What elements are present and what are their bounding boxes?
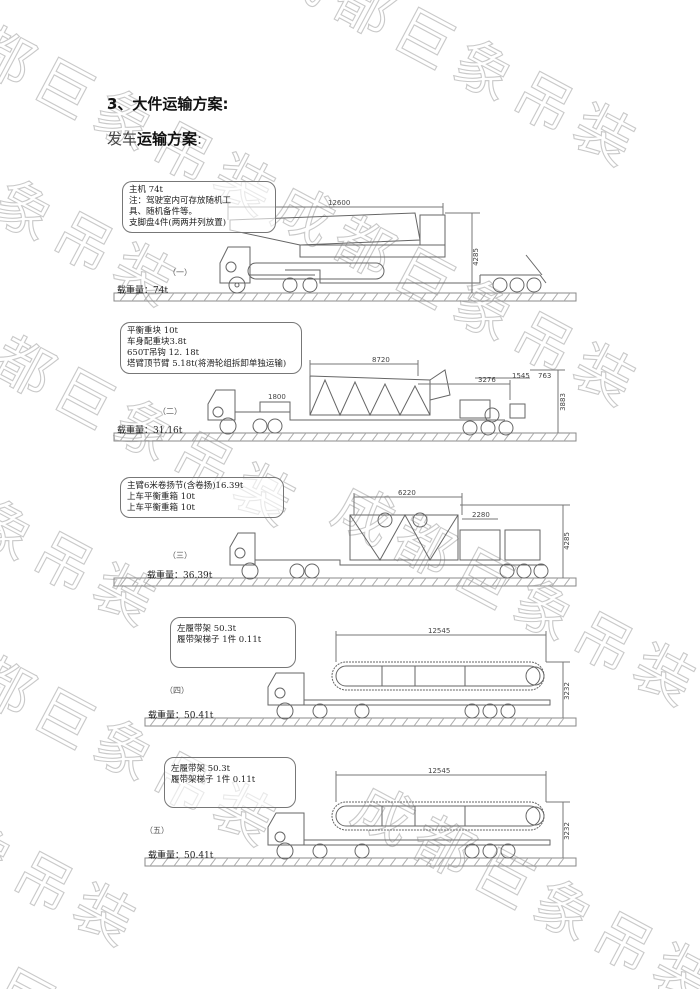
load-capacity-label: 载重量：50.41t: [148, 711, 214, 721]
transport-diagram-4: 左履带架 50.3t 履带架梯子 1件 0.11t （四） 载重量：50.41t…: [100, 615, 600, 730]
load-capacity-label: 载重量：31.16t: [117, 426, 183, 436]
sub-heading-bold: 运输方案: [137, 130, 198, 148]
cargo-callout: 主机 74t 注：驾驶室内可存放随机工 具、随机备件等。 支脚盘4件(两两并列放…: [122, 181, 276, 233]
truck-drawing: [100, 475, 600, 590]
dimension-height: 3232: [562, 822, 571, 840]
callout-line: 左履带架 50.3t: [177, 624, 237, 634]
load-capacity-label: 载重量：50.41t: [148, 851, 214, 861]
dimension-height: 4285: [562, 532, 571, 550]
truck-drawing: [100, 175, 600, 310]
callout-line: 履带架梯子 1件 0.11t: [171, 775, 256, 785]
sub-heading-suffix: :: [197, 130, 203, 148]
truck-drawing: [100, 615, 600, 730]
dimension-length: 6220: [398, 489, 416, 497]
transport-diagram-3: 主臂6米卷扬节(含卷扬)16.39t 上车平衡重箱 10t 上车平衡重箱 10t…: [100, 475, 600, 590]
dimension-d1: 2280: [472, 511, 490, 519]
cargo-callout: 左履带架 50.3t 履带架梯子 1件 0.11t: [164, 757, 296, 808]
cargo-callout: 主臂6米卷扬节(含卷扬)16.39t 上车平衡重箱 10t 上车平衡重箱 10t: [120, 477, 284, 518]
callout-line: 主臂6米卷扬节(含卷扬)16.39t: [127, 481, 244, 491]
diagram-index: （四）: [165, 686, 189, 695]
dimension-height: 3232: [562, 682, 571, 700]
callout-line: 上车平衡重箱 10t: [127, 503, 195, 513]
dimension-block: 1800: [268, 393, 286, 401]
diagram-index: （一）: [168, 268, 192, 277]
load-capacity-label: 载重量：36.39t: [147, 571, 213, 581]
diagram-index: （五）: [145, 826, 169, 835]
callout-line: 主机 74t: [129, 185, 163, 195]
dimension-height: 3883: [558, 393, 567, 411]
dimension-length: 8720: [372, 356, 390, 364]
cargo-callout: 左履带架 50.3t 履带架梯子 1件 0.11t: [170, 617, 296, 668]
dimension-length: 12600: [328, 199, 351, 207]
transport-diagram-5: 左履带架 50.3t 履带架梯子 1件 0.11t （五） 载重量：50.41t…: [100, 755, 600, 870]
callout-line: 塔臂顶节臂 5.18t(将滑轮组拆卸单独运输): [127, 359, 287, 369]
truck-drawing: [100, 320, 600, 445]
section-heading: 3、大件运输方案:: [107, 95, 229, 113]
truck-drawing: [100, 755, 600, 870]
cargo-callout: 平衡重块 10t 车身配重块3.8t 650T吊钩 12. 18t 塔臂顶节臂 …: [120, 322, 302, 374]
callout-line: 车身配重块3.8t: [127, 337, 187, 347]
diagram-index: （二）: [158, 407, 182, 416]
dimension-length: 12545: [428, 767, 451, 775]
callout-line: 左履带架 50.3t: [171, 764, 231, 774]
callout-line: 支脚盘4件(两两并列放置): [129, 218, 227, 228]
callout-line: 上车平衡重箱 10t: [127, 492, 195, 502]
transport-diagram-2: 平衡重块 10t 车身配重块3.8t 650T吊钩 12. 18t 塔臂顶节臂 …: [100, 320, 600, 445]
diagram-index: （三）: [168, 551, 192, 560]
dimension-height: 4285: [471, 248, 480, 266]
callout-line: 650T吊钩 12. 18t: [127, 348, 200, 358]
dimension-d1: 3276: [478, 376, 496, 384]
callout-line: 具、随机备件等。: [129, 207, 198, 217]
dimension-d3: 763: [538, 372, 552, 380]
sub-heading-prefix: 发车: [107, 130, 138, 148]
dimension-length: 12545: [428, 627, 451, 635]
load-capacity-label: 载重量：74t: [117, 286, 169, 296]
callout-line: 履带架梯子 1件 0.11t: [177, 635, 262, 645]
sub-heading: 发车运输方案:: [107, 128, 202, 149]
callout-line: 平衡重块 10t: [127, 326, 178, 336]
dimension-d2: 1545: [512, 372, 530, 380]
transport-diagram-1: 主机 74t 注：驾驶室内可存放随机工 具、随机备件等。 支脚盘4件(两两并列放…: [100, 175, 600, 310]
callout-line: 注：驾驶室内可存放随机工: [129, 196, 232, 206]
